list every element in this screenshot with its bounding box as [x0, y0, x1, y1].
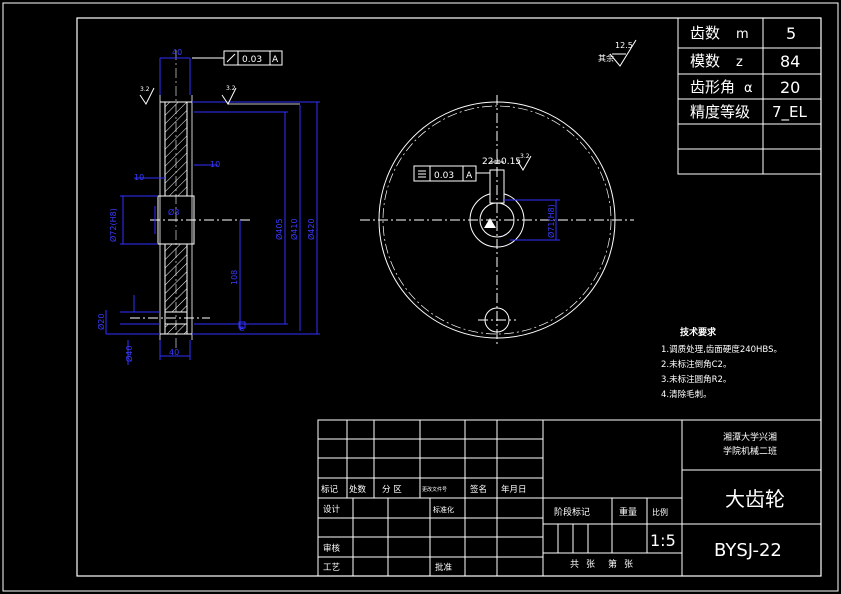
- keyway-dim: 22±0.15: [482, 157, 521, 167]
- svg-text:审核: 审核: [323, 543, 341, 554]
- param-value-teeth: 5: [786, 24, 796, 43]
- title-block: 标记 处数 分 区 更改文件号 签名 年月日 设计 标准化 审核 工艺 批准 阶…: [317, 419, 822, 577]
- param-label-accuracy: 精度等级: [690, 103, 750, 121]
- tech-item: 1.调质处理,齿面硬度240HBS。: [661, 344, 782, 355]
- svg-text:12.5: 12.5: [615, 41, 633, 50]
- svg-text:3.2: 3.2: [520, 153, 530, 160]
- svg-text:A: A: [272, 55, 279, 65]
- dim-108: 108: [230, 270, 239, 285]
- svg-text:张: 张: [624, 559, 633, 570]
- svg-text:第: 第: [608, 558, 617, 570]
- school-line-1: 湘潭大学兴湘: [723, 431, 777, 443]
- svg-text:处数: 处数: [349, 484, 367, 495]
- svg-text:A: A: [466, 171, 473, 181]
- dim-bore: Ø72(H8): [108, 208, 118, 242]
- svg-text:批准: 批准: [435, 562, 453, 573]
- param-value-accuracy: 7_EL: [772, 103, 808, 122]
- svg-text:3.2: 3.2: [140, 86, 150, 93]
- gear-section-view: 0.03 A 3.2 3.2 40 10 10 Ø8 Ø72(H8) Ø405 …: [96, 48, 320, 365]
- gear-pitch-circle: [382, 105, 612, 335]
- technical-requirements: 技术要求 1.调质处理,齿面硬度240HBS。 2.未标注倒角C2。 3.未标注…: [661, 326, 782, 400]
- svg-text:比例: 比例: [652, 507, 668, 517]
- gear-parameter-table: 齿数 m 5 模数 z 84 齿形角 α 20 精度等级 7_EL: [677, 17, 822, 175]
- svg-text:张: 张: [586, 559, 595, 570]
- part-name: 大齿轮: [725, 487, 785, 511]
- svg-text:重量: 重量: [619, 506, 637, 518]
- dim-10a: 10: [134, 173, 144, 182]
- svg-text:0.03: 0.03: [242, 55, 262, 65]
- param-value-angle: 20: [780, 78, 800, 97]
- param-label-teeth: 齿数: [690, 24, 720, 42]
- svg-text:3.2: 3.2: [226, 85, 236, 92]
- tech-title: 技术要求: [680, 326, 717, 338]
- roughness-general: 其余 12.5: [598, 39, 637, 67]
- param-label-angle: 齿形角: [690, 78, 735, 96]
- dim-B: B: [240, 326, 244, 333]
- drawing-scale: 1:5: [650, 531, 676, 550]
- param-sym-angle: α: [744, 81, 753, 96]
- svg-text:更改文件号: 更改文件号: [422, 486, 447, 493]
- bore-dim: Ø71(H8): [546, 204, 556, 238]
- dim-bottom: 40: [169, 348, 179, 357]
- tech-item: 3.未标注圆角R2。: [661, 374, 731, 385]
- tech-item: 2.未标注倒角C2。: [661, 359, 731, 370]
- dim-width: 40: [172, 48, 182, 57]
- dim-hub: Ø40: [124, 346, 134, 362]
- svg-text:0.03: 0.03: [434, 171, 454, 181]
- school-line-2: 学院机械二班: [723, 445, 777, 457]
- dim-10b: 10: [210, 160, 220, 169]
- dim-hole: Ø20: [96, 314, 106, 330]
- svg-text:阶段标记: 阶段标记: [554, 506, 590, 518]
- svg-text:共: 共: [570, 559, 579, 570]
- dim-420: Ø420: [306, 218, 316, 240]
- dim-inner: Ø8: [168, 207, 179, 217]
- param-sym-teeth: m: [736, 27, 749, 42]
- param-label-module: 模数: [690, 52, 720, 70]
- gear-front-view: 0.03 A 22±0.15 3.2 Ø71(H8): [360, 95, 634, 345]
- tech-item: 4.清除毛刺。: [661, 389, 712, 400]
- svg-text:其余: 其余: [598, 53, 614, 63]
- svg-text:标记: 标记: [321, 484, 339, 495]
- param-value-module: 84: [780, 52, 800, 71]
- svg-text:标准化: 标准化: [433, 505, 454, 514]
- svg-text:分 区: 分 区: [382, 485, 402, 495]
- dim-410: Ø410: [289, 218, 299, 240]
- svg-text:年月日: 年月日: [501, 484, 527, 495]
- dim-405: Ø405: [274, 218, 284, 240]
- svg-text:签名: 签名: [470, 484, 487, 495]
- drawing-number: BYSJ-22: [714, 540, 782, 561]
- svg-text:设计: 设计: [323, 504, 341, 515]
- svg-text:工艺: 工艺: [323, 563, 340, 573]
- param-sym-module: z: [736, 55, 743, 70]
